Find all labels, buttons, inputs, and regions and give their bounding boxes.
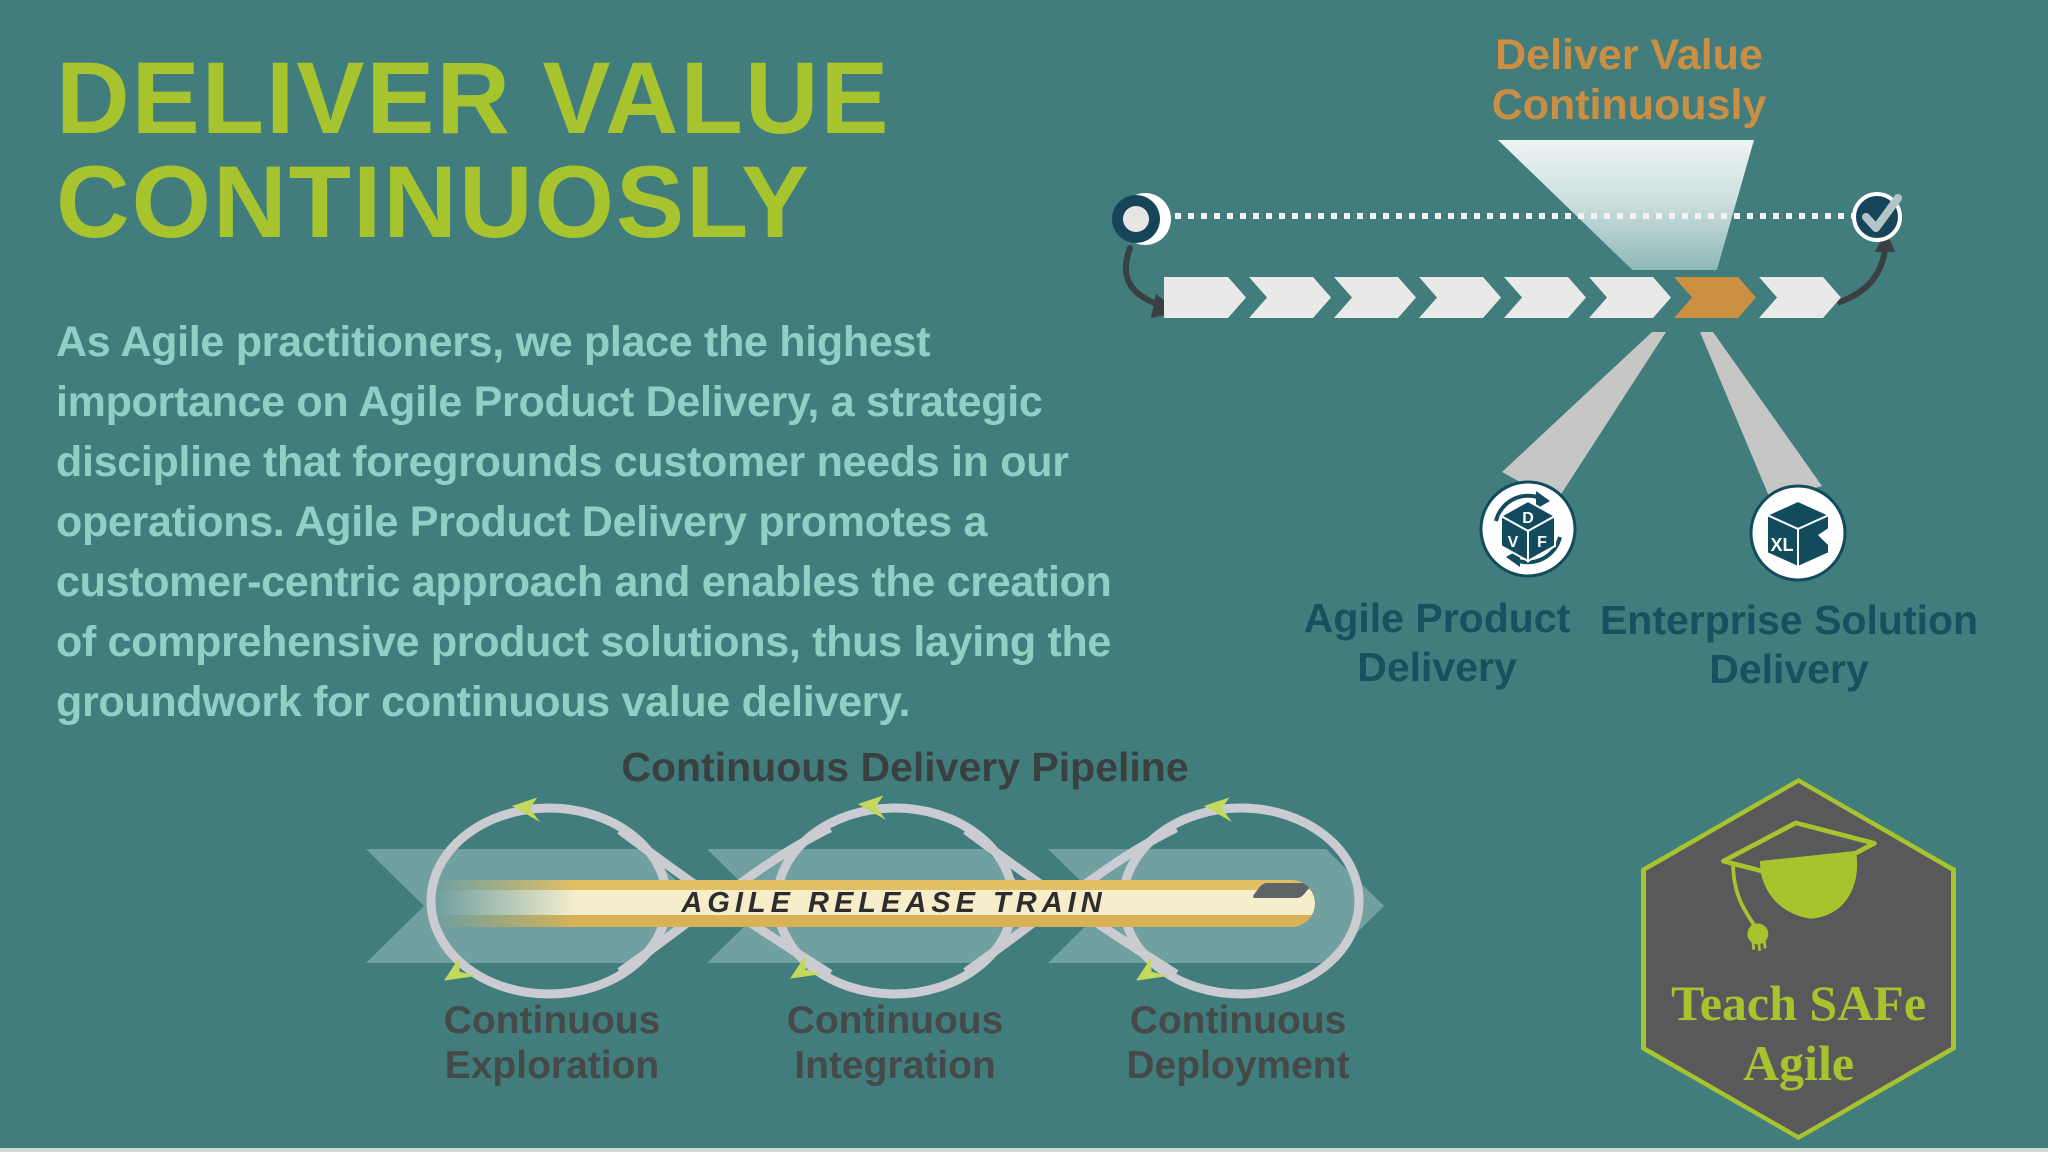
intro-line: discipline that foregrounds customer nee… <box>56 438 1069 486</box>
beam-to-agile-product-delivery <box>1502 332 1666 502</box>
page-title-line2: CONTINUOSLY <box>56 145 811 259</box>
intro-line: of comprehensive product solutions, thus… <box>56 618 1112 666</box>
loop-arrowheads <box>444 795 1232 981</box>
stage-continuous-exploration: Continuous Exploration <box>372 998 732 1088</box>
cube-letter-f: F <box>1537 534 1547 551</box>
intro-line: operations. Agile Product Delivery promo… <box>56 498 988 546</box>
badge-line2: Agile <box>1742 1035 1855 1091</box>
stage-continuous-integration: Continuous Integration <box>715 998 1075 1088</box>
stream-chevron <box>1589 277 1671 318</box>
stream-chevron-highlighted <box>1674 277 1756 318</box>
value-stream-chevrons <box>1164 277 1841 318</box>
arrowhead <box>1875 230 1895 252</box>
start-circle-icon <box>1112 193 1171 245</box>
curved-arrow-start <box>1122 245 1165 309</box>
beam-to-enterprise-solution-delivery <box>1700 332 1822 501</box>
agile-release-train-bar <box>437 880 1315 927</box>
curved-arrow-end <box>1837 247 1888 305</box>
stream-chevron <box>1759 277 1841 318</box>
stream-chevron <box>1164 277 1246 318</box>
stage-line: Integration <box>794 1044 996 1087</box>
checkmark-icon <box>1852 192 1902 242</box>
stream-chevron <box>1419 277 1501 318</box>
page-title-line1: DELIVER VALUE <box>56 41 891 155</box>
intro-line: groundwork for continuous value delivery… <box>56 678 911 726</box>
stream-chevron <box>1334 277 1416 318</box>
pipeline-title: Continuous Delivery Pipeline <box>621 744 1189 790</box>
vs-label-line1: Deliver Value <box>1495 31 1763 79</box>
apd-line1: Agile Product <box>1303 595 1571 641</box>
intro-line: importance on Agile Product Delivery, a … <box>56 378 1043 426</box>
stream-chevron <box>1249 277 1331 318</box>
stage-line: Continuous <box>443 999 661 1042</box>
agile-product-delivery-icon: D V F <box>1479 480 1577 578</box>
esd-line1: Enterprise Solution <box>1599 597 1979 643</box>
enterprise-solution-delivery-label: Enterprise Solution Delivery <box>1589 596 1989 694</box>
deliver-value-continuously-label: Deliver Value Continuously <box>1449 30 1809 130</box>
stream-chevron <box>1504 277 1586 318</box>
intro-line: As Agile practitioners, we place the hig… <box>56 318 931 366</box>
esd-line2: Delivery <box>1709 646 1869 692</box>
vs-label-line2: Continuously <box>1491 81 1767 129</box>
stage-line: Deployment <box>1126 1044 1350 1087</box>
cube-letter-d: D <box>1522 510 1534 527</box>
agile-product-delivery-label: Agile Product Delivery <box>1237 594 1637 692</box>
stage-line: Continuous <box>786 999 1004 1042</box>
intro-paragraph: As Agile practitioners, we place the hig… <box>56 312 1112 732</box>
intro-line: customer-centric approach and enables th… <box>56 558 1112 606</box>
stage-continuous-deployment: Continuous Deployment <box>1058 998 1418 1088</box>
badge-line1: Teach SAFe <box>1670 975 1927 1031</box>
badge-text: Teach SAFe Agile <box>1646 973 1951 1093</box>
stage-line: Exploration <box>444 1044 660 1087</box>
agile-release-train-label: AGILE RELEASE TRAIN <box>681 887 1107 919</box>
apd-line2: Delivery <box>1357 644 1517 690</box>
cube-letter-v: V <box>1508 534 1519 551</box>
enterprise-solution-delivery-icon: XL <box>1749 484 1847 582</box>
graduation-cap-icon <box>1721 820 1877 952</box>
dotted-timeline <box>1162 213 1856 219</box>
bottom-edge-strip <box>0 1148 2048 1152</box>
box-label-xl: XL <box>1770 535 1793 555</box>
stage-line: Continuous <box>1129 999 1347 1042</box>
page-title: DELIVER VALUE CONTINUOSLY <box>56 46 891 254</box>
